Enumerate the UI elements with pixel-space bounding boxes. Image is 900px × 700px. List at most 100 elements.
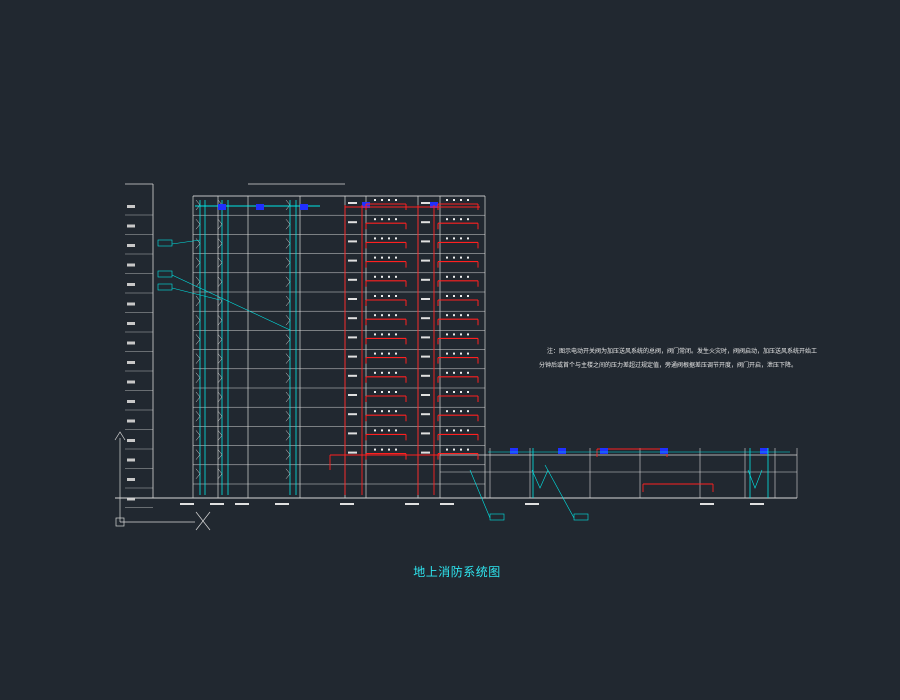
outlet-marker: [388, 218, 390, 221]
floor-tag: [348, 259, 357, 262]
leader-label-box: [157, 270, 173, 278]
outlet-marker: [381, 314, 383, 317]
outlet-marker: [395, 371, 397, 374]
floor-tag: [348, 336, 357, 339]
ucs-origin-box: [115, 517, 125, 527]
outlet-marker: [388, 429, 390, 432]
outlet-marker: [395, 314, 397, 317]
floor-tag: [421, 451, 430, 454]
floor-tag: [348, 221, 357, 224]
outlet-marker: [374, 199, 376, 201]
floor-tag: [348, 278, 357, 281]
outlet-marker: [374, 218, 376, 221]
outlet-marker: [467, 218, 469, 221]
floor-tag: [421, 336, 430, 339]
damper-symbol: [285, 295, 291, 307]
damper-symbol: [285, 238, 291, 249]
outlet-marker: [374, 410, 376, 413]
outlet-marker: [388, 352, 390, 355]
damper-symbol: [217, 391, 223, 403]
outlet-marker: [374, 448, 376, 451]
damper-symbol: [195, 315, 201, 326]
floor-tag: [348, 413, 357, 416]
outlet-marker: [374, 295, 376, 297]
damper-symbol: [217, 295, 223, 307]
damper-symbol: [195, 276, 201, 287]
outlet-marker: [381, 352, 383, 355]
outlet-marker: [467, 314, 469, 317]
outlet-marker: [467, 199, 469, 201]
outlet-marker: [374, 391, 376, 393]
floor-tag: [421, 317, 430, 320]
damper-symbol: [217, 257, 223, 268]
left-building-window: [127, 244, 135, 247]
damper-symbol: [285, 372, 291, 383]
leader-line: [171, 239, 201, 245]
damper-symbol: [195, 430, 201, 441]
outlet-marker: [446, 429, 448, 432]
outlet-marker: [374, 429, 376, 432]
outlet-marker: [395, 218, 397, 221]
floor-tag: [348, 374, 357, 377]
outlet-marker: [460, 237, 462, 240]
leader-label-box: [489, 513, 505, 521]
outlet-marker: [395, 429, 397, 432]
left-building-window: [127, 497, 135, 501]
outlet-marker: [446, 391, 448, 393]
outlet-marker: [446, 371, 448, 374]
floor-tag: [421, 202, 430, 204]
outlet-marker: [381, 237, 383, 240]
outlet-marker: [446, 275, 448, 278]
left-building-window: [127, 419, 135, 423]
outlet-marker: [460, 199, 462, 201]
outlet-marker: [453, 199, 455, 201]
outlet-marker: [453, 314, 455, 317]
leader-line: [171, 287, 221, 301]
damper-symbol: [217, 372, 223, 383]
outlet-marker: [374, 237, 376, 240]
damper-symbol: [195, 238, 201, 249]
left-building-window: [127, 263, 135, 267]
damper-symbol: [285, 353, 291, 364]
damper-symbol: [285, 411, 291, 422]
damper-symbol: [195, 219, 201, 230]
damper-symbol: [195, 257, 201, 268]
left-building-window: [127, 224, 135, 228]
outlet-marker: [395, 275, 397, 278]
outlet-marker: [381, 448, 383, 451]
axis-label-mark: [525, 503, 539, 505]
outlet-marker: [453, 256, 455, 259]
axis-label-mark: [275, 503, 289, 505]
floor-tag: [421, 221, 430, 224]
outlet-marker: [453, 391, 455, 393]
outlet-marker: [395, 391, 397, 393]
floor-tag: [421, 240, 430, 243]
damper-symbol: [195, 449, 201, 460]
outlet-marker: [453, 448, 455, 451]
floor-tag: [348, 451, 357, 454]
damper-symbol: [285, 199, 291, 211]
outlet-marker: [395, 333, 397, 336]
outlet-marker: [467, 275, 469, 278]
left-building-window: [127, 478, 135, 481]
outlet-marker: [381, 199, 383, 201]
damper-symbol: [195, 372, 201, 383]
floor-tag: [348, 394, 357, 396]
podium-damper: [531, 469, 549, 489]
outlet-marker: [395, 199, 397, 201]
outlet-marker: [467, 391, 469, 393]
damper-symbol: [285, 391, 291, 403]
damper-symbol: [217, 411, 223, 422]
left-building-window: [127, 439, 135, 442]
podium-fan-unit: [760, 448, 768, 454]
ucs-y-arrow: [114, 431, 126, 441]
outlet-marker: [460, 218, 462, 221]
left-building-window: [127, 458, 135, 462]
damper-symbol: [195, 391, 201, 403]
podium-fan-unit: [660, 448, 668, 454]
outlet-marker: [460, 333, 462, 336]
outlet-marker: [460, 429, 462, 432]
outlet-marker: [374, 371, 376, 374]
outlet-marker: [381, 429, 383, 432]
